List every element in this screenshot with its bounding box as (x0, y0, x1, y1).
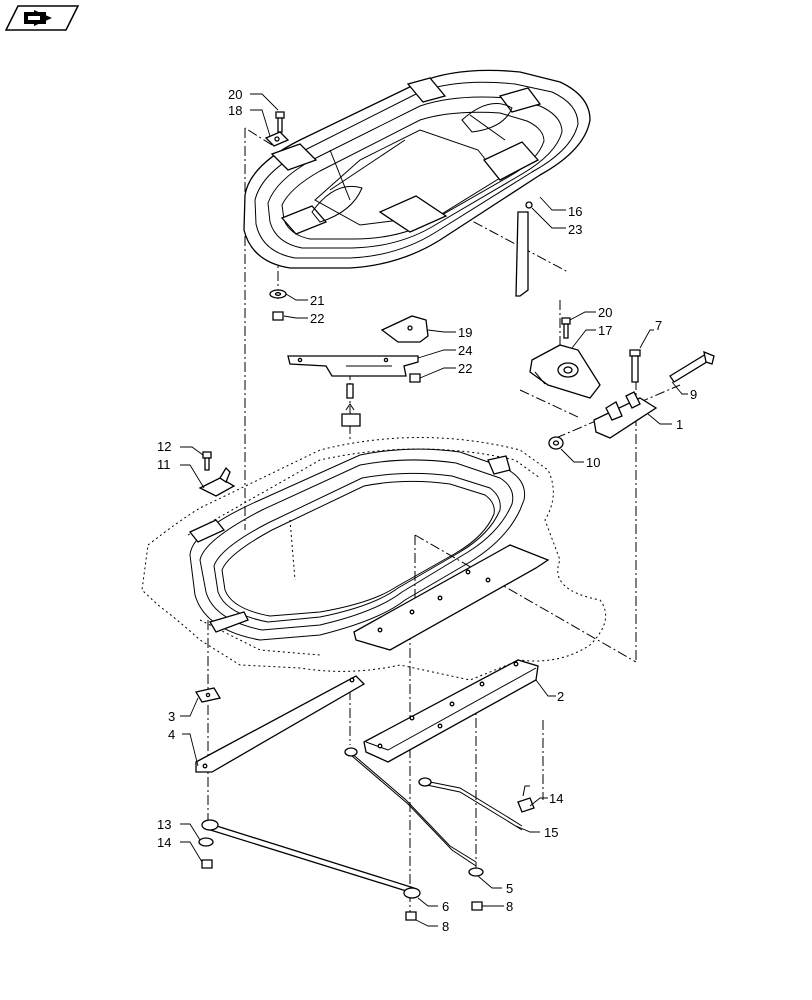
pin-9 (669, 350, 715, 383)
washer-18 (264, 131, 290, 147)
callout-11: 11 (157, 457, 171, 472)
callout-14-left: 14 (157, 835, 171, 850)
callout-15: 15 (544, 825, 558, 840)
strap-4 (195, 675, 366, 773)
callouts: 20 18 16 23 21 22 19 24 22 20 17 7 (157, 87, 697, 934)
nav-button[interactable] (4, 5, 80, 31)
rod-15 (418, 777, 523, 831)
bracket-11 (198, 466, 236, 497)
callout-4: 4 (168, 727, 175, 742)
washer-13 (198, 837, 214, 847)
callout-20-top: 20 (228, 87, 242, 102)
hatch-frame-16 (243, 69, 591, 269)
callout-16: 16 (568, 204, 582, 219)
callout-14-right: 14 (549, 791, 563, 806)
callout-20-right: 20 (598, 305, 612, 320)
callout-18: 18 (228, 103, 242, 118)
bolt-20-top (275, 111, 285, 133)
callout-21: 21 (310, 293, 324, 308)
callout-24: 24 (458, 343, 472, 358)
bolt-20-right (561, 317, 571, 339)
nut-10 (548, 436, 564, 450)
nut-22-left (272, 311, 284, 321)
callout-3: 3 (168, 709, 175, 724)
washer-21 (269, 289, 287, 299)
callout-12: 12 (157, 439, 171, 454)
callout-1: 1 (676, 417, 683, 432)
hinge-1 (593, 391, 658, 439)
callout-22-right: 22 (458, 361, 472, 376)
strip-24 (287, 355, 419, 377)
book-arrow-icon (24, 10, 52, 26)
callout-10: 10 (586, 455, 600, 470)
callout-22-left: 22 (310, 311, 324, 326)
rod-5 (344, 747, 484, 877)
clip-center (341, 403, 361, 427)
bracket-23 (515, 201, 533, 297)
callout-23: 23 (568, 222, 582, 237)
clip-14-right (517, 785, 535, 813)
rail-2 (363, 659, 539, 763)
bolt-24 (346, 383, 354, 399)
callout-2: 2 (557, 689, 564, 704)
callout-8-right: 8 (506, 899, 513, 914)
callout-13: 13 (157, 817, 171, 832)
nut-8-right (471, 901, 483, 911)
nut-22-right (409, 373, 421, 383)
washer-3 (194, 687, 222, 703)
callout-17: 17 (598, 323, 612, 338)
callout-7: 7 (655, 318, 662, 333)
bolt-12 (202, 451, 212, 471)
callout-8-bottom: 8 (442, 919, 449, 934)
nut-8-bottom (405, 911, 417, 921)
callout-5: 5 (506, 881, 513, 896)
nut-14-left (201, 859, 213, 869)
latch-17 (529, 344, 601, 399)
rod-6 (201, 819, 421, 899)
plate-19 (380, 315, 429, 343)
callout-6: 6 (442, 899, 449, 914)
bolt-7 (629, 349, 641, 383)
roof-panel (141, 437, 607, 681)
callout-19: 19 (458, 325, 472, 340)
callout-9: 9 (690, 387, 697, 402)
